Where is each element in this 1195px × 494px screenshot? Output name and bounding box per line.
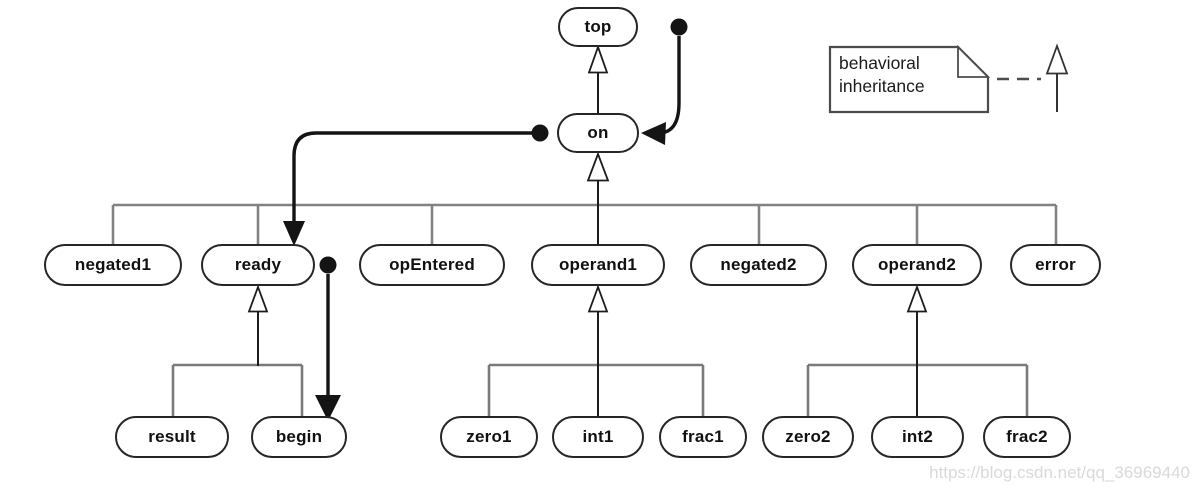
state-node-error: error (1010, 244, 1101, 286)
inheritance-triangles (247, 44, 928, 313)
state-node-top: top (558, 7, 638, 47)
triangle-to-operand2 (906, 284, 928, 313)
ball-endpoint (531, 124, 549, 142)
triangle-to-top (587, 44, 609, 74)
transition-arrow-ready-to-begin (315, 256, 341, 421)
filled-arrowhead (283, 221, 305, 246)
state-node-operand1: operand1 (531, 244, 665, 286)
triangle-to-operand1 (587, 284, 609, 313)
state-node-int1: int1 (552, 416, 644, 458)
state-node-begin: begin (251, 416, 347, 458)
triangle-to-ready (247, 284, 269, 313)
state-node-on: on (557, 113, 639, 153)
legend-note-text: behavioral inheritance (839, 52, 979, 98)
legend-note-shape (828, 43, 1069, 114)
tree-main-bar (111, 203, 1058, 246)
state-node-opentered: opEntered (359, 244, 505, 286)
transition-arrow-into-on (641, 18, 688, 145)
state-node-int2: int2 (871, 416, 964, 458)
triangle-to-on (586, 151, 610, 182)
state-node-frac2: frac2 (983, 416, 1071, 458)
ball-endpoint (319, 256, 337, 274)
state-node-result: result (115, 416, 229, 458)
tree-sub-bars (171, 363, 1029, 418)
filled-arrowhead (315, 395, 341, 421)
state-node-negated2: negated2 (690, 244, 827, 286)
state-node-operand2: operand2 (852, 244, 982, 286)
legend-line-1: behavioral (839, 53, 920, 73)
ball-endpoint (670, 18, 688, 36)
state-node-zero1: zero1 (440, 416, 538, 458)
legend-hollow-triangle (1045, 43, 1069, 75)
state-node-negated1: negated1 (44, 244, 182, 286)
note-fold-corner (957, 44, 991, 78)
legend-line-2: inheritance (839, 76, 925, 96)
transition-arrow-on-to-ready (283, 124, 549, 246)
state-node-zero2: zero2 (762, 416, 854, 458)
state-node-ready: ready (201, 244, 315, 286)
filled-arrowhead (641, 122, 666, 145)
watermark-url: https://blog.csdn.net/qq_36969440 (929, 463, 1190, 482)
state-node-frac1: frac1 (659, 416, 747, 458)
